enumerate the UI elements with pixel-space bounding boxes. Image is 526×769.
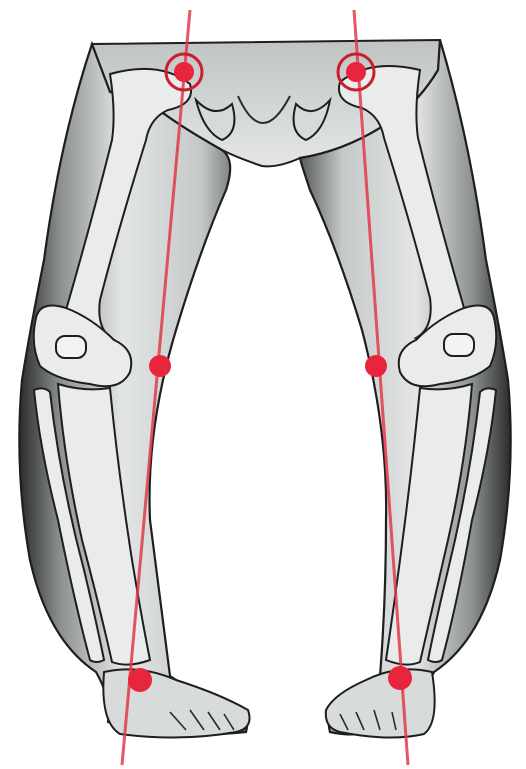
ankle-marker-left — [388, 666, 412, 690]
hip-marker-left — [346, 62, 366, 82]
ankle-marker-right — [128, 668, 152, 692]
knee-marker-right — [149, 355, 171, 377]
knee-marker-left — [365, 355, 387, 377]
foot-left — [326, 669, 435, 737]
patella-left — [444, 334, 474, 356]
patella-right — [56, 336, 86, 358]
hip-marker-right — [174, 62, 194, 82]
